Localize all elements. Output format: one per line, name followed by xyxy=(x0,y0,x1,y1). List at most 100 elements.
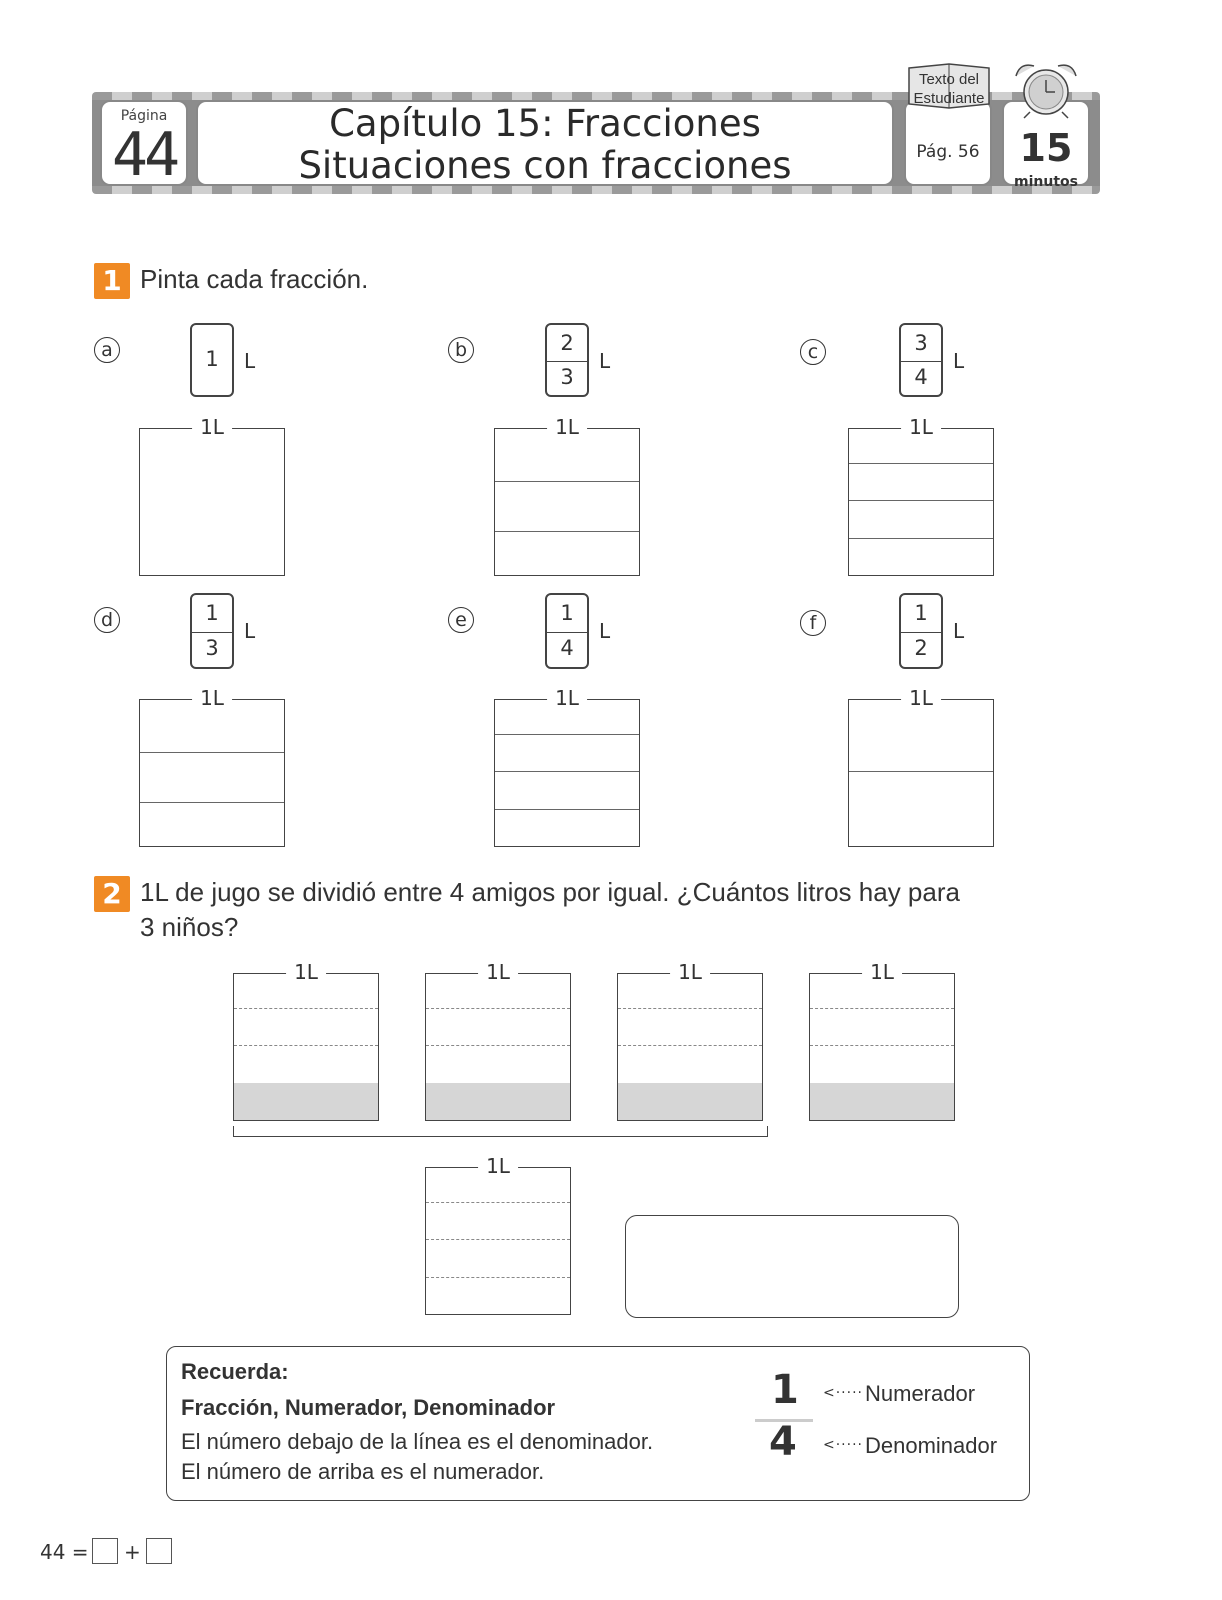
q2-jar-dash xyxy=(234,1008,378,1009)
q2-jar-label: 1L xyxy=(670,960,710,984)
q2-answer-jar-dash xyxy=(426,1277,570,1278)
question-1-number: 1 xyxy=(94,263,130,299)
item-d-unit: L xyxy=(244,619,256,643)
item-d-letter: d xyxy=(94,607,120,633)
item-f-letter: f xyxy=(800,610,826,636)
minutes-label: minutos xyxy=(1014,174,1078,190)
item-d-fraction-line xyxy=(192,632,232,633)
item-b-divider xyxy=(495,481,639,482)
q2-jar-label: 1L xyxy=(862,960,902,984)
q2-jar-2: 1L xyxy=(425,960,571,1121)
question-1-text: Pinta cada fracción. xyxy=(140,264,369,294)
item-d-numerator: 1 xyxy=(205,601,219,625)
item-e-jar-label: 1L xyxy=(547,686,587,710)
page-number-card: Página 44 xyxy=(100,100,188,190)
item-a-unit: L xyxy=(244,349,256,373)
example-fraction-line xyxy=(755,1419,813,1422)
item-f-jar[interactable]: 1L xyxy=(848,686,994,847)
item-c-jar[interactable]: 1L xyxy=(848,415,994,576)
recuerda-line-2: El número de arriba es el numerador. xyxy=(181,1459,545,1484)
item-a-jar-label: 1L xyxy=(192,415,232,439)
q2-answer-jar-dash xyxy=(426,1202,570,1203)
label-numerator: Numerador xyxy=(865,1381,976,1406)
item-f-numerator: 1 xyxy=(914,601,928,625)
question-2-text-line2: 3 niños? xyxy=(140,912,239,942)
recuerda-box: Recuerda: Fracción, Numerador, Denominad… xyxy=(166,1346,1030,1501)
item-b-jar-label: 1L xyxy=(547,415,587,439)
item-a-jar[interactable]: 1L xyxy=(139,415,285,576)
minutes-number: 15 xyxy=(1019,126,1073,170)
group-bracket xyxy=(233,1126,768,1137)
q2-jar-fill xyxy=(810,1083,954,1120)
q2-jar-fill xyxy=(618,1083,762,1120)
q2-jar-fill xyxy=(426,1083,570,1120)
question-2-text-line1: 1L de jugo se dividió entre 4 amigos por… xyxy=(140,877,960,907)
item-b-fraction-line xyxy=(547,361,587,362)
item-b-denominator: 3 xyxy=(560,365,574,389)
recuerda-line-1: El número debajo de la línea es el denom… xyxy=(181,1429,654,1454)
q2-jar-dash xyxy=(618,1045,762,1046)
item-a-fraction: 1 xyxy=(190,323,234,397)
item-e-letter: e xyxy=(448,607,474,633)
item-e-jar[interactable]: 1L xyxy=(494,686,640,847)
item-f-denominator: 2 xyxy=(914,636,928,660)
item-f-jar-label: 1L xyxy=(901,686,941,710)
footer-plus: + xyxy=(124,1540,141,1564)
item-b-numerator: 2 xyxy=(560,331,574,355)
footer-box-1[interactable] xyxy=(92,1538,118,1564)
item-d-denominator: 3 xyxy=(205,636,219,660)
item-a-letter: a xyxy=(94,337,120,363)
example-numerator: 1 xyxy=(771,1367,799,1413)
title-card: Capítulo 15: Fracciones Situaciones con … xyxy=(196,100,894,187)
label-denominator: Denominador xyxy=(865,1433,998,1458)
answer-box[interactable] xyxy=(625,1215,959,1318)
arrow-numerator: <····· xyxy=(823,1385,863,1401)
recuerda-title: Recuerda: xyxy=(181,1359,289,1384)
item-d-fraction: 1 3 xyxy=(190,593,234,669)
page-label: Página xyxy=(120,108,168,124)
item-d-jar[interactable]: 1L xyxy=(139,686,285,847)
item-e-fraction: 1 4 xyxy=(545,593,589,669)
q2-jar-3: 1L xyxy=(617,960,763,1121)
footer-equation: 44 = xyxy=(40,1540,89,1564)
q2-jar-dash xyxy=(810,1045,954,1046)
q2-answer-jar-label: 1L xyxy=(478,1154,518,1178)
q2-jar-label: 1L xyxy=(286,960,326,984)
book-reference-card: Pág. 56 xyxy=(904,100,992,186)
item-f-divider xyxy=(849,771,993,772)
item-c-jar-label: 1L xyxy=(901,415,941,439)
item-c-letter: c xyxy=(800,339,826,365)
item-c-denominator: 4 xyxy=(914,365,928,389)
item-f-fraction: 1 2 xyxy=(899,593,943,669)
item-d-jar-label: 1L xyxy=(192,686,232,710)
item-e-fraction-line xyxy=(547,632,587,633)
item-b-jar[interactable]: 1L xyxy=(494,415,640,576)
item-e-divider xyxy=(495,809,639,810)
item-b-unit: L xyxy=(599,349,611,373)
q2-jar-dash xyxy=(234,1045,378,1046)
item-c-fraction-line xyxy=(901,361,941,362)
item-f-fraction-line xyxy=(901,632,941,633)
q2-jar-1: 1L xyxy=(233,960,379,1121)
book-label-line1: Texto del xyxy=(918,71,980,88)
q2-jar-fill xyxy=(234,1083,378,1120)
item-e-divider xyxy=(495,771,639,772)
item-d-divider xyxy=(140,802,284,803)
item-b-letter: b xyxy=(448,337,474,363)
item-b-fraction: 2 3 xyxy=(545,323,589,397)
book-icon xyxy=(905,62,993,112)
page-number: 44 xyxy=(111,120,180,190)
q2-jar-dash xyxy=(426,1008,570,1009)
item-c-numerator: 3 xyxy=(914,331,928,355)
arrow-denominator: <····· xyxy=(823,1437,863,1453)
book-label-line2: Estudiante xyxy=(913,90,985,107)
item-f-unit: L xyxy=(953,619,965,643)
item-e-denominator: 4 xyxy=(560,636,574,660)
item-c-fraction: 3 4 xyxy=(899,323,943,397)
item-c-unit: L xyxy=(953,349,965,373)
footer-box-2[interactable] xyxy=(146,1538,172,1564)
item-b-divider xyxy=(495,531,639,532)
q2-jar-dash xyxy=(426,1045,570,1046)
q2-answer-jar[interactable]: 1L xyxy=(425,1154,571,1315)
question-2-number: 2 xyxy=(94,876,130,912)
